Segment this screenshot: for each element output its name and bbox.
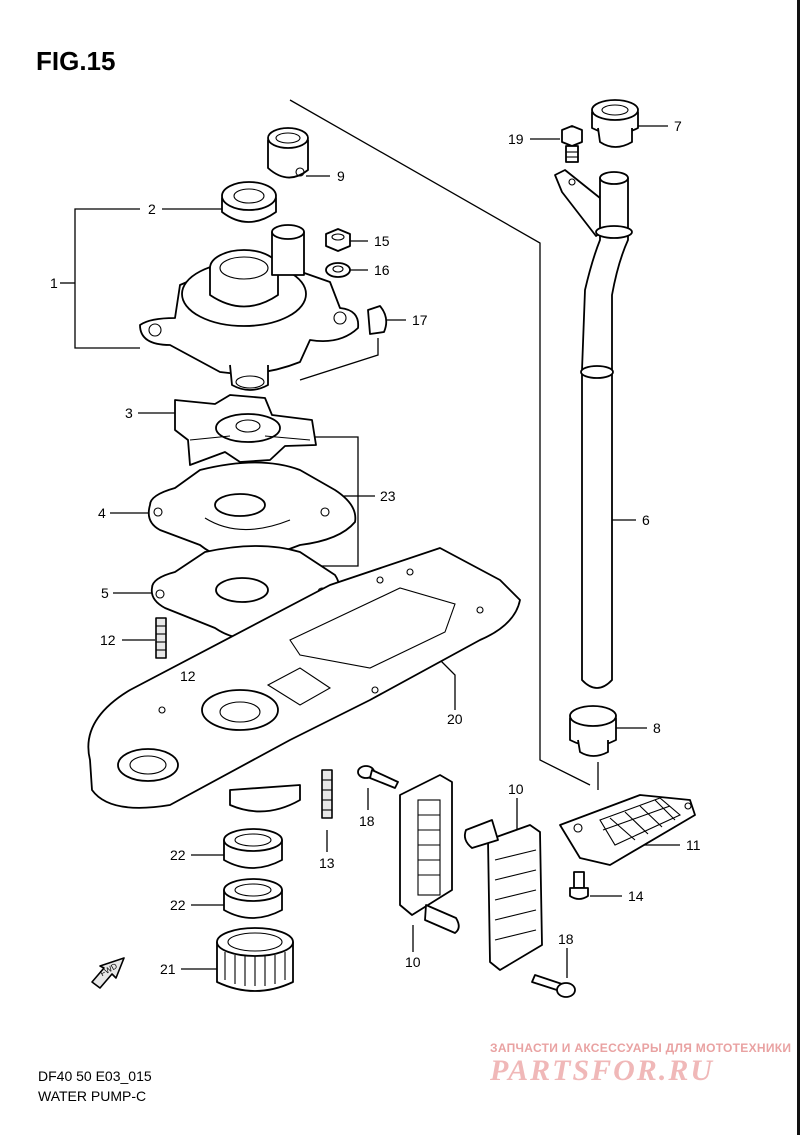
callout-labels: 1 2 3 4 5 6 7 8 9 10 10 11 12 12 13 14 1… <box>50 118 701 977</box>
callout-10-right: 10 <box>508 781 524 797</box>
part-22-ring-lower <box>223 878 283 919</box>
part-10-grille-left <box>399 774 460 934</box>
watermark-tagline: ЗАПЧАСТИ И АКСЕССУАРЫ ДЛЯ МОТОТЕХНИКИ <box>490 1041 792 1055</box>
callout-16: 16 <box>374 262 390 278</box>
part-12-stud-upper <box>155 617 167 659</box>
callout-3: 3 <box>125 405 133 421</box>
callout-13: 13 <box>319 855 335 871</box>
part-1-pump-case <box>139 224 360 391</box>
callout-22-lower: 22 <box>170 897 186 913</box>
callout-14: 14 <box>628 888 644 904</box>
callout-19: 19 <box>508 131 524 147</box>
callout-7: 7 <box>674 118 682 134</box>
part-8-grommet <box>569 705 617 757</box>
figure-description: WATER PUMP-C <box>38 1088 147 1104</box>
callout-11: 11 <box>686 837 701 853</box>
callout-2: 2 <box>148 201 156 217</box>
part-11-screen-plate <box>559 794 696 866</box>
callout-20: 20 <box>447 711 463 727</box>
callout-9: 9 <box>337 168 345 184</box>
callout-8: 8 <box>653 720 661 736</box>
callout-1: 1 <box>50 275 58 291</box>
callout-10-left: 10 <box>405 954 421 970</box>
part-7-grommet <box>591 99 639 148</box>
part-14-bolt <box>569 871 589 900</box>
watermark-logo: PARTSFOR.RU <box>490 1054 714 1087</box>
callout-6: 6 <box>642 512 650 528</box>
part-18-screw-upper <box>357 765 399 789</box>
part-19-bolt <box>561 125 583 163</box>
frame-border <box>797 0 800 1135</box>
part-20-plate <box>87 547 521 813</box>
part-18-screw-lower <box>531 974 576 998</box>
part-15-nut <box>325 228 351 252</box>
callout-23: 23 <box>380 488 396 504</box>
part-13-stud <box>321 769 333 819</box>
part-2-seal <box>221 181 277 223</box>
part-6-pipe <box>554 169 633 689</box>
callout-18-lower: 18 <box>558 931 574 947</box>
callout-18-upper: 18 <box>359 813 375 829</box>
callout-15: 15 <box>374 233 390 249</box>
callout-17: 17 <box>412 312 428 328</box>
part-4-plate <box>147 461 357 562</box>
part-16-washer <box>325 262 351 278</box>
callout-4: 4 <box>98 505 106 521</box>
model-code: DF40 50 E03_015 <box>38 1068 152 1084</box>
callout-5: 5 <box>101 585 109 601</box>
part-22-ring-upper <box>223 828 283 869</box>
fwd-arrow-icon: FWD <box>91 957 125 989</box>
callout-21: 21 <box>160 961 176 977</box>
callout-12-lower: 12 <box>180 668 196 684</box>
callout-12-upper: 12 <box>100 632 116 648</box>
part-17-key <box>367 305 388 335</box>
callout-22-upper: 22 <box>170 847 186 863</box>
part-21-bearing <box>216 927 294 992</box>
figure-title: FIG.15 <box>36 46 116 76</box>
part-3-impeller <box>174 394 317 466</box>
part-10-grille-right <box>463 819 543 971</box>
part-9-collar <box>267 127 309 179</box>
